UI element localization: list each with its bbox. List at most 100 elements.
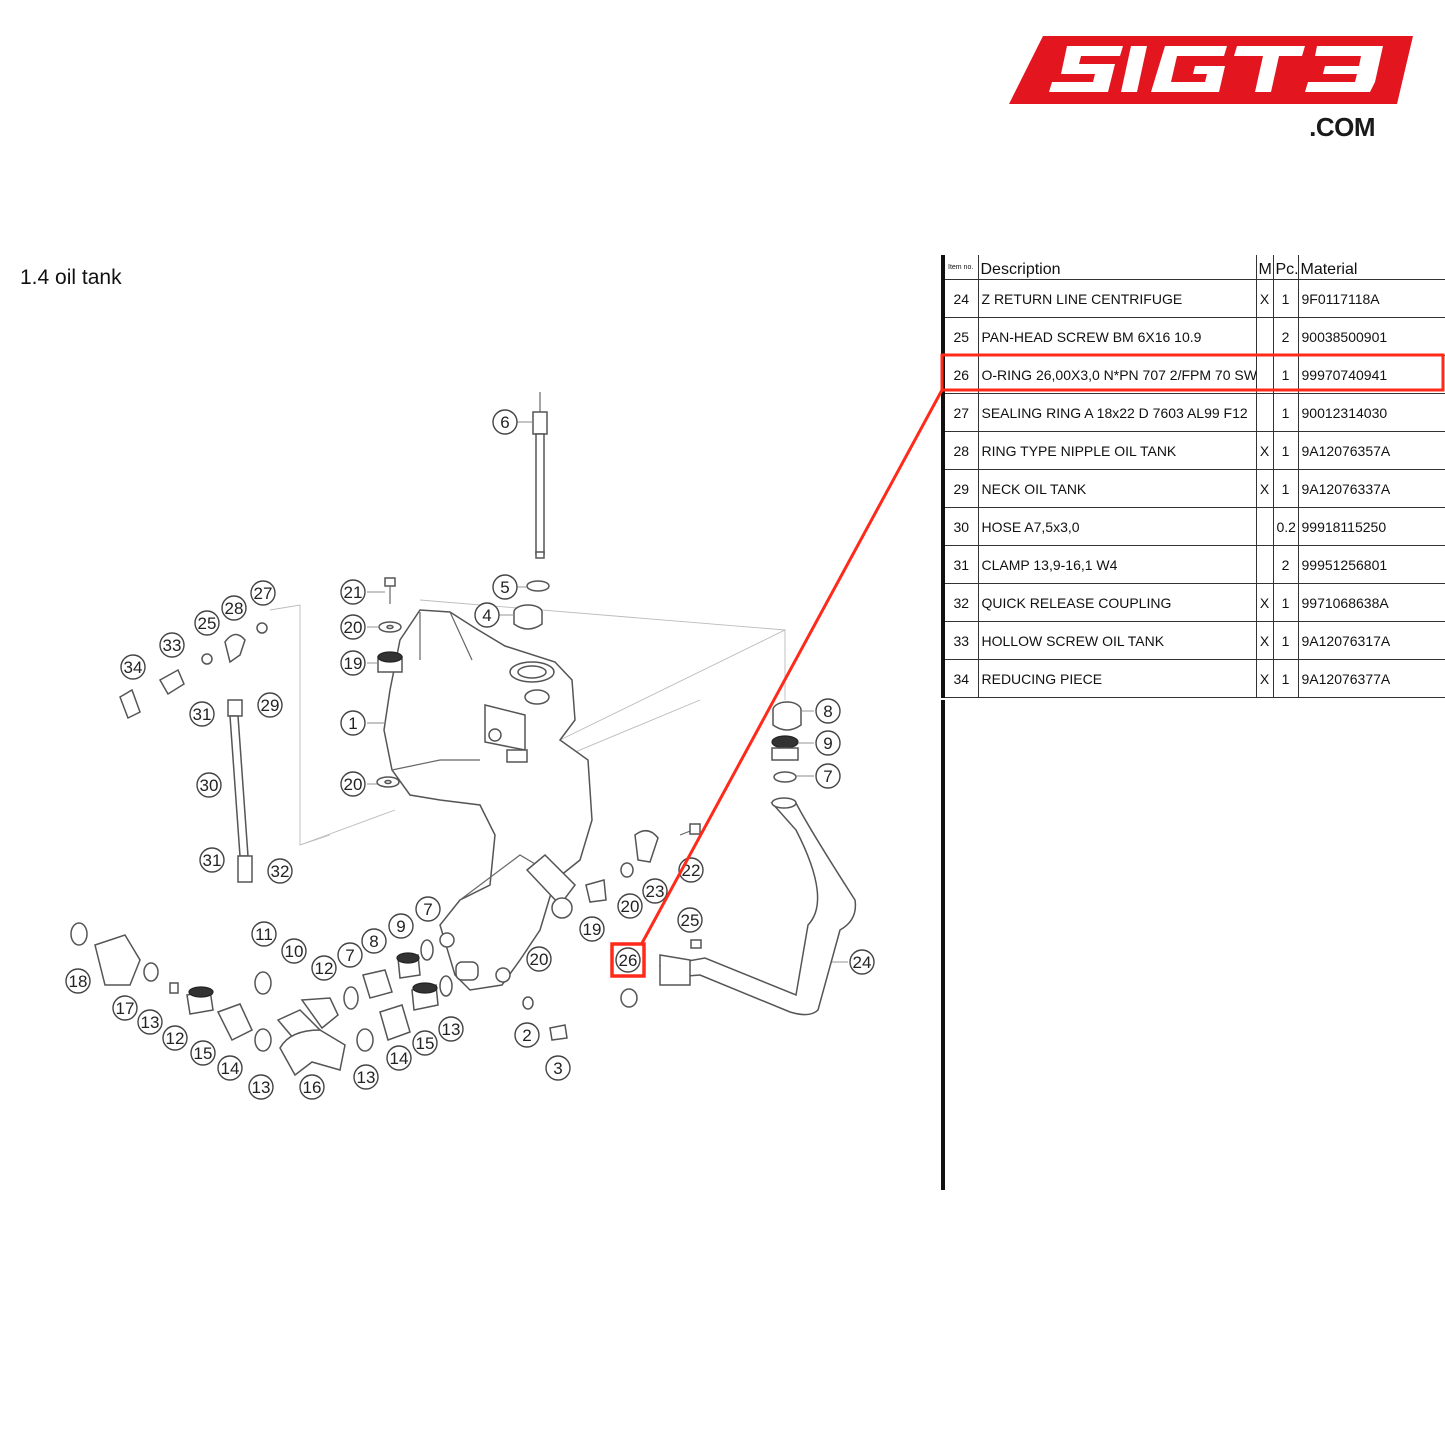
brand-logo[interactable]: .COM [1005, 30, 1420, 145]
svg-text:13: 13 [442, 1020, 461, 1039]
callout-18[interactable]: 18 [65, 968, 91, 994]
callout-1[interactable]: 1 [340, 710, 366, 736]
callout-13[interactable]: 13 [438, 1016, 464, 1042]
callout-31[interactable]: 31 [189, 701, 215, 727]
cell-m [1255, 317, 1273, 356]
cell-pc: 2 [1272, 317, 1298, 356]
callout-20[interactable]: 20 [340, 771, 366, 797]
drain-fitting-cluster[interactable] [70, 922, 568, 1077]
callout-25[interactable]: 25 [194, 610, 220, 636]
callout-20[interactable]: 20 [617, 893, 643, 919]
cell-material: 90012314030 [1297, 393, 1445, 432]
callout-14[interactable]: 14 [217, 1055, 243, 1081]
cell-m [1255, 355, 1273, 394]
callout-33[interactable]: 33 [159, 632, 185, 658]
cell-material: 9A12076317A [1297, 621, 1445, 660]
callout-12[interactable]: 12 [311, 955, 337, 981]
svg-text:14: 14 [390, 1049, 409, 1068]
callout-15[interactable]: 15 [412, 1030, 438, 1056]
svg-text:31: 31 [203, 851, 222, 870]
oil-tank-body[interactable] [383, 609, 593, 991]
svg-text:27: 27 [254, 584, 273, 603]
callout-6[interactable]: 6 [492, 409, 518, 435]
svg-text:20: 20 [344, 618, 363, 637]
filler-cap-part[interactable] [513, 604, 543, 630]
callout-8[interactable]: 8 [361, 928, 387, 954]
callout-13[interactable]: 13 [248, 1074, 274, 1100]
callout-29[interactable]: 29 [257, 692, 283, 718]
callout-14[interactable]: 14 [386, 1045, 412, 1071]
svg-text:20: 20 [344, 775, 363, 794]
callout-23[interactable]: 23 [642, 878, 668, 904]
cell-item: 30 [941, 507, 978, 546]
cell-item: 34 [941, 659, 978, 698]
callout-7[interactable]: 7 [815, 763, 841, 789]
callout-13[interactable]: 13 [353, 1064, 379, 1090]
callout-16[interactable]: 16 [299, 1074, 325, 1100]
callout-22[interactable]: 22 [678, 857, 704, 883]
callout-10[interactable]: 10 [281, 938, 307, 964]
callout-26[interactable]: 26 [615, 947, 641, 973]
vent-line-assembly[interactable] [119, 622, 268, 883]
callout-13[interactable]: 13 [137, 1009, 163, 1035]
svg-text:19: 19 [583, 920, 602, 939]
o-ring-part[interactable] [526, 580, 550, 592]
callout-27[interactable]: 27 [250, 580, 276, 606]
callout-4[interactable]: 4 [474, 602, 500, 628]
callout-5[interactable]: 5 [492, 574, 518, 600]
callout-19[interactable]: 19 [340, 650, 366, 676]
svg-text:26: 26 [619, 951, 638, 970]
cell-item: 27 [941, 393, 978, 432]
svg-text:29: 29 [261, 696, 280, 715]
header-m: M [1255, 255, 1273, 280]
cell-description: RING TYPE NIPPLE OIL TANK [977, 431, 1256, 470]
callout-11[interactable]: 11 [251, 921, 277, 947]
callout-8[interactable]: 8 [815, 698, 841, 724]
callout-7[interactable]: 7 [415, 896, 441, 922]
table-left-rule [941, 700, 945, 1190]
callout-15[interactable]: 15 [190, 1040, 216, 1066]
callout-20[interactable]: 20 [526, 946, 552, 972]
cell-description: SEALING RING A 18x22 D 7603 AL99 F12 [977, 393, 1256, 432]
callout-30[interactable]: 30 [196, 772, 222, 798]
o-ring-26-part[interactable] [620, 988, 638, 1008]
callout-12[interactable]: 12 [162, 1025, 188, 1051]
cell-material: 9971068638A [1297, 583, 1445, 622]
callout-9[interactable]: 9 [815, 730, 841, 756]
callout-21[interactable]: 21 [340, 579, 366, 605]
callout-24[interactable]: 24 [849, 949, 875, 975]
callout-3[interactable]: 3 [545, 1055, 571, 1081]
dipstick-part[interactable] [532, 392, 548, 559]
cell-m: X [1255, 279, 1273, 318]
cell-pc: 1 [1272, 583, 1298, 622]
cell-pc: 1 [1272, 621, 1298, 660]
callout-32[interactable]: 32 [267, 858, 293, 884]
callout-9[interactable]: 9 [388, 913, 414, 939]
mount-hardware[interactable] [376, 577, 403, 788]
callout-34[interactable]: 34 [120, 654, 146, 680]
callout-25[interactable]: 25 [677, 907, 703, 933]
svg-text:10: 10 [285, 942, 304, 961]
svg-text:12: 12 [315, 959, 334, 978]
cell-m [1255, 393, 1273, 432]
callout-20[interactable]: 20 [340, 614, 366, 640]
callout-2[interactable]: 2 [514, 1022, 540, 1048]
callout-28[interactable]: 28 [221, 595, 247, 621]
callout-19[interactable]: 19 [579, 916, 605, 942]
callout-7[interactable]: 7 [337, 942, 363, 968]
svg-text:34: 34 [124, 658, 143, 677]
callout-31[interactable]: 31 [199, 847, 225, 873]
svg-text:16: 16 [303, 1078, 322, 1097]
callout-17[interactable]: 17 [112, 995, 138, 1021]
